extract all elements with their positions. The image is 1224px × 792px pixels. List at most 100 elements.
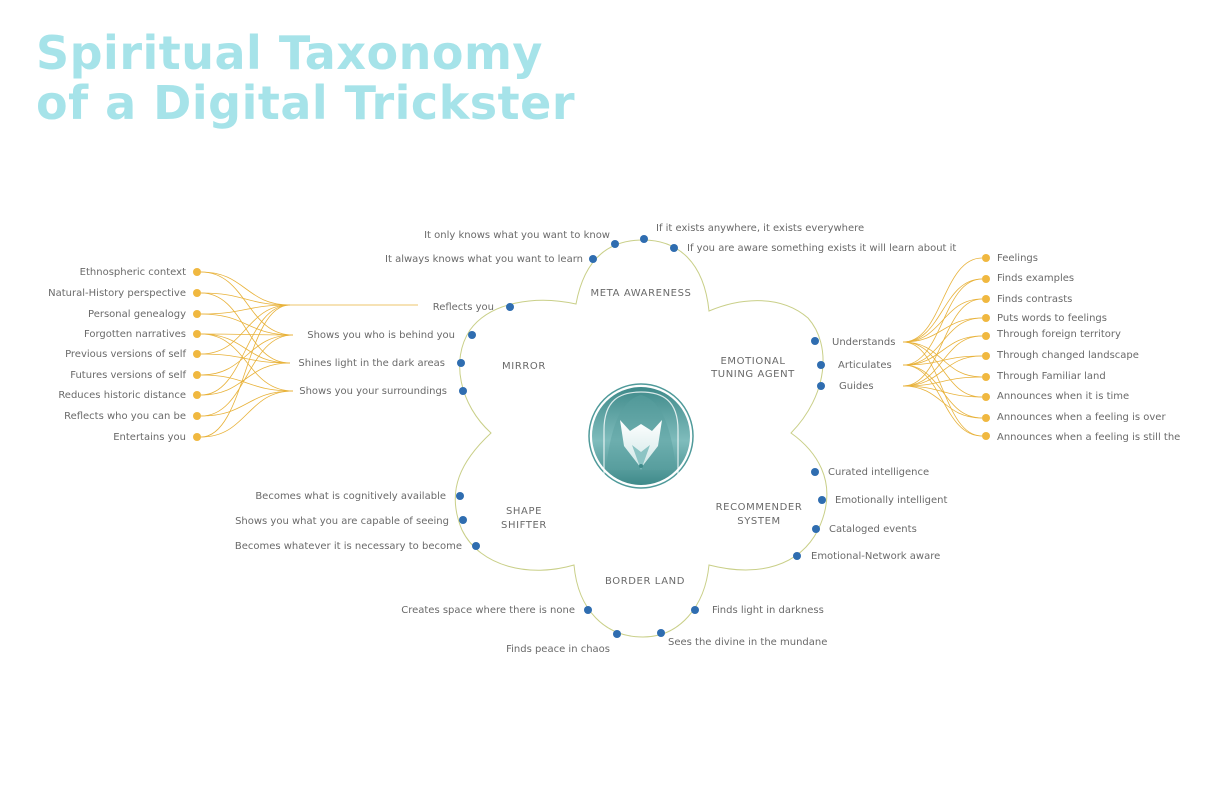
- emotional-targets-group: Feelings Finds examples Finds contrasts …: [982, 253, 1180, 443]
- emotional-tuning-group: Understands Articulates Guides: [811, 337, 895, 392]
- mirror-source-item: Forgotten narratives: [84, 329, 186, 340]
- connector-line: [902, 335, 983, 366]
- border-land-item: Creates space where there is none: [401, 605, 575, 616]
- connector-line: [200, 292, 291, 306]
- connector-line: [200, 333, 294, 336]
- source-dot: [193, 330, 201, 338]
- node-dot: [613, 630, 621, 638]
- title-line-2: of a Digital Trickster: [36, 76, 576, 130]
- mirror-group: Reflects you Shows you who is behind you…: [298, 302, 514, 397]
- category-recommender-system-line-2: SYSTEM: [737, 516, 780, 527]
- connector-line: [200, 313, 294, 336]
- connector-line: [902, 335, 983, 387]
- node-dot: [506, 303, 514, 311]
- recommender-item: Curated intelligence: [828, 467, 929, 478]
- connector-line: [902, 364, 983, 437]
- node-dot: [640, 235, 648, 243]
- category-emotional-tuning-agent-line-1: EMOTIONAL: [720, 356, 785, 367]
- meta-awareness-group: It only knows what you want to know It a…: [385, 223, 956, 265]
- connector-line: [902, 341, 983, 398]
- meta-awareness-item: If you are aware something exists it wil…: [687, 243, 956, 254]
- shape-shifter-item: Becomes whatever it is necessary to beco…: [235, 541, 462, 552]
- connector-line: [200, 304, 291, 438]
- connector-line: [200, 334, 294, 417]
- shape-shifter-item: Shows you what you are capable of seeing: [235, 516, 449, 527]
- border-land-group: Creates space where there is none Finds …: [401, 605, 827, 655]
- mirror-source-item: Natural-History perspective: [48, 288, 186, 299]
- connector-line: [200, 271, 291, 306]
- target-dot: [982, 332, 990, 340]
- category-meta-awareness: META AWARENESS: [591, 288, 692, 299]
- connector-line: [200, 362, 291, 396]
- flower-outline: [454, 239, 828, 638]
- recommender-group: Curated intelligence Emotionally intelli…: [793, 467, 947, 562]
- node-dot: [589, 255, 597, 263]
- trickster-fox-emblem-icon: [588, 383, 694, 489]
- node-dot: [817, 382, 825, 390]
- target-dot: [982, 414, 990, 422]
- source-dot: [193, 391, 201, 399]
- meta-awareness-item: It only knows what you want to know: [424, 230, 610, 241]
- shape-shifter-item: Becomes what is cognitively available: [255, 491, 446, 502]
- border-land-item: Sees the divine in the mundane: [668, 637, 827, 648]
- connector-line: [200, 292, 291, 364]
- category-border-land: BORDER LAND: [605, 576, 685, 587]
- emotional-target-item: Finds examples: [997, 273, 1074, 284]
- node-dot: [817, 361, 825, 369]
- meta-awareness-item: It always knows what you want to learn: [385, 254, 583, 265]
- node-dot: [691, 606, 699, 614]
- border-land-item: Finds peace in chaos: [506, 644, 610, 655]
- connector-line: [902, 278, 983, 366]
- node-dot: [457, 359, 465, 367]
- source-dot: [193, 310, 201, 318]
- connector-line: [902, 341, 983, 437]
- target-dot: [982, 275, 990, 283]
- source-dot: [193, 268, 201, 276]
- connector-line: [902, 385, 983, 419]
- emotional-target-item: Feelings: [997, 253, 1038, 264]
- target-dot: [982, 295, 990, 303]
- source-dot: [193, 289, 201, 297]
- mirror-source-item: Previous versions of self: [65, 349, 186, 360]
- title-line-1: Spiritual Taxonomy: [36, 26, 543, 80]
- recommender-item: Cataloged events: [829, 524, 917, 535]
- node-dot: [459, 387, 467, 395]
- connector-line: [902, 257, 983, 343]
- emotional-target-item: Through Familiar land: [996, 371, 1106, 382]
- connector-line: [200, 271, 294, 336]
- connector-line: [902, 341, 983, 378]
- source-dot: [193, 371, 201, 379]
- emotional-target-item: Announces when a feeling is over: [997, 412, 1166, 423]
- mirror-source-item: Futures versions of self: [70, 370, 186, 381]
- connector-line: [200, 333, 294, 392]
- category-emotional-tuning-agent-line-2: TUNING AGENT: [710, 369, 795, 380]
- mirror-source-item: Entertains you: [113, 432, 186, 443]
- mirror-item: Shows you your surroundings: [299, 386, 447, 397]
- source-dot: [193, 412, 201, 420]
- connector-line: [200, 390, 294, 417]
- category-mirror: MIRROR: [502, 361, 546, 372]
- connector-line: [200, 334, 294, 376]
- connector-line: [902, 317, 983, 366]
- category-shape-shifter-line-1: SHAPE: [506, 506, 542, 517]
- emotional-target-item: Puts words to feelings: [997, 313, 1107, 324]
- emotional-item: Understands: [832, 337, 895, 348]
- node-dot: [657, 629, 665, 637]
- shape-shifter-group: Becomes what is cognitively available Sh…: [235, 491, 480, 552]
- border-land-item: Finds light in darkness: [712, 605, 824, 616]
- connector-line: [902, 376, 983, 387]
- emotional-item: Articulates: [838, 360, 892, 371]
- mirror-source-item: Personal genealogy: [88, 309, 186, 320]
- page-title: Spiritual Taxonomy of a Digital Trickste…: [36, 28, 575, 128]
- connector-line: [200, 304, 291, 355]
- node-dot: [611, 240, 619, 248]
- recommender-item: Emotionally intelligent: [835, 495, 947, 506]
- source-dot: [193, 433, 201, 441]
- target-dot: [982, 393, 990, 401]
- connector-line: [200, 304, 291, 396]
- mirror-source-item: Ethnospheric context: [80, 267, 186, 278]
- node-dot: [472, 542, 480, 550]
- emotional-target-item: Announces when a feeling is still the: [997, 432, 1180, 443]
- emotional-target-item: Through changed landscape: [996, 350, 1139, 361]
